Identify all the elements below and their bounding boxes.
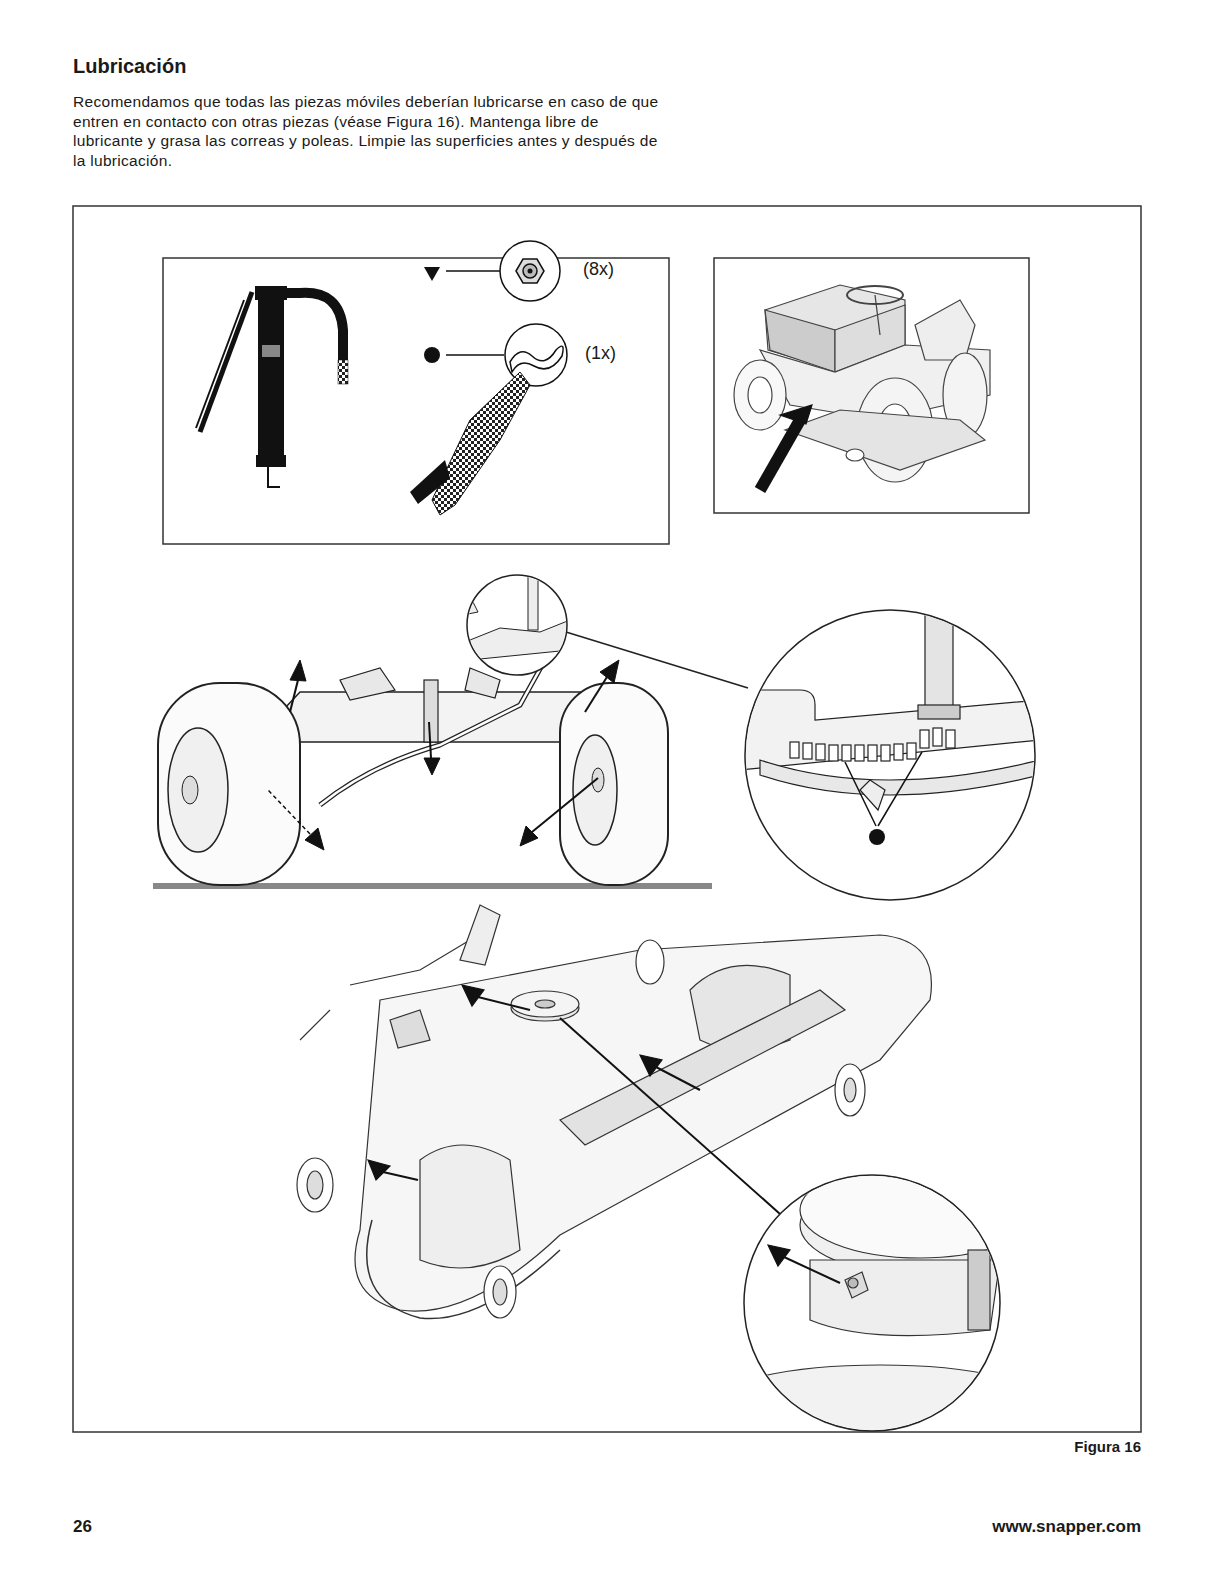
website: www.snapper.com bbox=[992, 1517, 1141, 1537]
front-axle-drawing bbox=[153, 575, 1040, 900]
quantity-label: (1x) bbox=[585, 343, 616, 365]
figure-caption: Figura 16 bbox=[1074, 1438, 1141, 1456]
page-number: 26 bbox=[73, 1517, 92, 1537]
mower-deck-drawing bbox=[297, 905, 1050, 1445]
grease-inset bbox=[163, 241, 669, 544]
figure-frame bbox=[73, 206, 1141, 1432]
body-paragraph: Recomendamos que todas las piezas móvile… bbox=[73, 92, 673, 170]
tractor-inset bbox=[714, 258, 1029, 513]
quantity-label: (8x) bbox=[583, 259, 614, 281]
section-title: Lubricación bbox=[73, 54, 186, 78]
